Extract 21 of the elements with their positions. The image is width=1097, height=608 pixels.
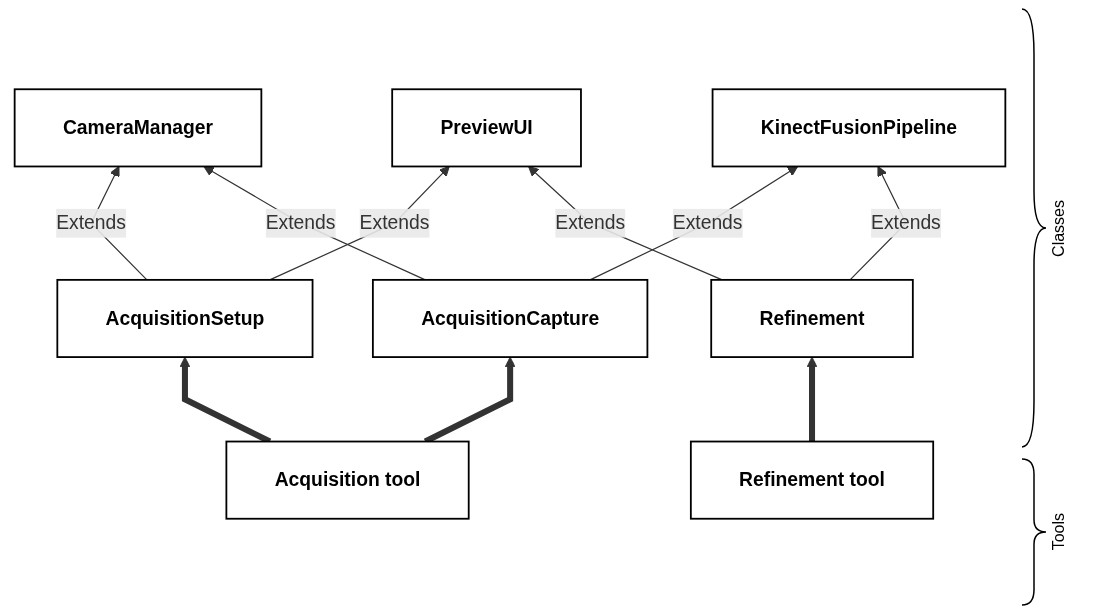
node-box: Acquisition tool [225, 440, 470, 520]
edge-label: Extends [359, 212, 430, 233]
bracket-label: Classes [1050, 199, 1068, 257]
node-box: Refinement [710, 278, 914, 358]
node-box: AcquisitionSetup [56, 278, 314, 358]
edge-label: Extends [265, 212, 336, 233]
arrow [806, 356, 818, 442]
edge-label: Extends [871, 212, 941, 233]
bracket-label: Tools [1050, 513, 1068, 551]
node-box: AcquisitionCapture [371, 278, 649, 358]
node-box: Refinement tool [689, 440, 935, 520]
edge-label: Extends [555, 212, 626, 233]
node-box: CameraManager [13, 88, 263, 168]
node-box: PreviewUI [391, 88, 582, 168]
arrow [203, 166, 426, 281]
edge-label: Extends [56, 212, 126, 233]
arrow [269, 166, 450, 281]
arrow [589, 166, 799, 281]
edge-label: Extends [672, 212, 743, 233]
arrow [528, 166, 723, 281]
node-box: KinectFusionPipeline [711, 88, 1007, 168]
